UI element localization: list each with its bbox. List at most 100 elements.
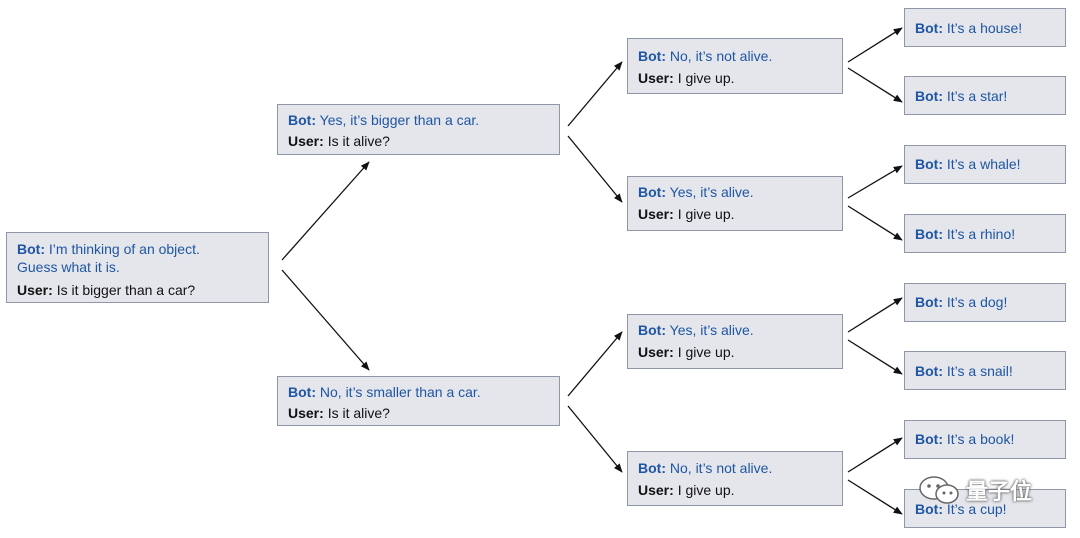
- root-bot-text-1: I’m thinking of an object.: [48, 241, 200, 257]
- leaf-snail: Bot: It’s a snail!: [904, 351, 1066, 390]
- small-alive-node: Bot: Yes, it’s alive. User: I give up.: [627, 314, 843, 369]
- arrow-to-dog: [847, 297, 903, 333]
- arrow-root-to-no: [281, 269, 370, 371]
- arrow-small-to-alive: [567, 331, 623, 397]
- leaf-whale: Bot: It’s a whale!: [904, 145, 1066, 184]
- arrow-to-star: [847, 67, 903, 103]
- arrow-big-to-alive: [567, 135, 623, 203]
- bot-label: Bot:: [915, 156, 943, 172]
- bot-text: Yes, it’s alive.: [669, 322, 754, 338]
- root-node: Bot: I’m thinking of an object. Guess wh…: [6, 232, 269, 303]
- user-line: User: I give up.: [638, 343, 832, 361]
- arrow-to-house: [847, 27, 903, 63]
- smaller-user-line: User: Is it alive?: [288, 404, 549, 422]
- arrow-to-rhino: [847, 205, 903, 241]
- bot-label: Bot:: [915, 431, 943, 447]
- user-label: User:: [638, 70, 674, 86]
- bot-line: Bot: It’s a rhino!: [915, 225, 1055, 243]
- bot-text: No, it’s not alive.: [669, 460, 773, 476]
- arrow-to-book: [847, 437, 903, 473]
- user-label: User:: [638, 206, 674, 222]
- user-label: User:: [288, 133, 324, 149]
- user-text: I give up.: [677, 344, 735, 360]
- bot-line: Bot: It’s a book!: [915, 430, 1055, 448]
- bot-text: It’s a dog!: [946, 294, 1008, 310]
- bot-label: Bot:: [288, 112, 316, 128]
- arrow-small-to-notalive: [567, 405, 623, 473]
- root-user-line: User: Is it bigger than a car?: [17, 281, 258, 299]
- bot-text: It’s a book!: [946, 431, 1015, 447]
- user-text: Is it alive?: [327, 405, 390, 421]
- bot-line: Bot: Yes, it’s alive.: [638, 183, 832, 201]
- arrow-big-to-notalive: [567, 61, 623, 127]
- user-text: I give up.: [677, 482, 735, 498]
- bot-text: Yes, it’s alive.: [669, 184, 754, 200]
- smaller-bot-line: Bot: No, it’s smaller than a car.: [288, 383, 549, 401]
- root-user-text: Is it bigger than a car?: [56, 282, 196, 298]
- arrow-root-to-yes: [281, 161, 370, 261]
- bot-line: Bot: It’s a snail!: [915, 362, 1055, 380]
- bot-label: Bot:: [638, 184, 666, 200]
- bot-line: Bot: No, it’s not alive.: [638, 459, 832, 477]
- bot-line: Bot: Yes, it’s alive.: [638, 321, 832, 339]
- bot-line: Bot: It’s a house!: [915, 19, 1055, 37]
- user-label: User:: [288, 405, 324, 421]
- bot-label: Bot:: [17, 241, 45, 257]
- bot-text: It’s a rhino!: [946, 226, 1016, 242]
- bot-text: It’s a snail!: [946, 363, 1013, 379]
- bot-line: Bot: It’s a dog!: [915, 293, 1055, 311]
- bot-label: Bot:: [915, 363, 943, 379]
- user-text: I give up.: [677, 206, 735, 222]
- bigger-node: Bot: Yes, it’s bigger than a car. User: …: [277, 104, 560, 155]
- wechat-icon: [919, 476, 959, 504]
- bot-text: No, it’s not alive.: [669, 48, 773, 64]
- bot-label: Bot:: [288, 384, 316, 400]
- bot-label: Bot:: [638, 48, 666, 64]
- user-line: User: I give up.: [638, 481, 832, 499]
- watermark-text: 量子位: [966, 479, 1033, 504]
- bot-line: Bot: No, it’s not alive.: [638, 47, 832, 65]
- bot-text: It’s a whale!: [946, 156, 1021, 172]
- leaf-star: Bot: It’s a star!: [904, 76, 1066, 115]
- leaf-book: Bot: It’s a book!: [904, 420, 1066, 459]
- bot-line: Bot: It’s a cup!: [915, 500, 1055, 518]
- bot-text: It’s a cup!: [946, 501, 1007, 517]
- user-label: User:: [17, 282, 53, 298]
- bot-text: Yes, it’s bigger than a car.: [319, 112, 480, 128]
- root-bot-line: Bot: I’m thinking of an object. Guess wh…: [17, 240, 258, 276]
- big-alive-node: Bot: Yes, it’s alive. User: I give up.: [627, 176, 843, 231]
- big-notalive-node: Bot: No, it’s not alive. User: I give up…: [627, 38, 843, 94]
- user-label: User:: [638, 344, 674, 360]
- bot-label: Bot:: [915, 501, 943, 517]
- bot-label: Bot:: [915, 294, 943, 310]
- root-bot-text-2: Guess what it is.: [17, 259, 120, 275]
- leaf-house: Bot: It’s a house!: [904, 8, 1066, 47]
- bot-label: Bot:: [915, 226, 943, 242]
- user-label: User:: [638, 482, 674, 498]
- arrow-to-whale: [847, 165, 903, 199]
- bot-text: It’s a house!: [946, 20, 1023, 36]
- bot-label: Bot:: [915, 88, 943, 104]
- user-line: User: I give up.: [638, 205, 832, 223]
- small-notalive-node: Bot: No, it’s not alive. User: I give up…: [627, 451, 843, 506]
- user-text: Is it alive?: [327, 133, 390, 149]
- bot-line: Bot: It’s a whale!: [915, 155, 1055, 173]
- bot-label: Bot:: [915, 20, 943, 36]
- arrow-to-cup: [847, 479, 903, 515]
- arrow-to-snail: [847, 339, 903, 375]
- leaf-dog: Bot: It’s a dog!: [904, 283, 1066, 322]
- bot-text: No, it’s smaller than a car.: [319, 384, 481, 400]
- bigger-user-line: User: Is it alive?: [288, 132, 549, 150]
- watermark: 量子位: [916, 473, 1032, 507]
- bot-text: It’s a star!: [946, 88, 1008, 104]
- smaller-node: Bot: No, it’s smaller than a car. User: …: [277, 376, 560, 426]
- user-text: I give up.: [677, 70, 735, 86]
- leaf-rhino: Bot: It’s a rhino!: [904, 214, 1066, 253]
- bot-label: Bot:: [638, 322, 666, 338]
- bot-label: Bot:: [638, 460, 666, 476]
- user-line: User: I give up.: [638, 69, 832, 87]
- bigger-bot-line: Bot: Yes, it’s bigger than a car.: [288, 111, 549, 129]
- bot-line: Bot: It’s a star!: [915, 87, 1055, 105]
- leaf-cup: Bot: It’s a cup!: [904, 489, 1066, 528]
